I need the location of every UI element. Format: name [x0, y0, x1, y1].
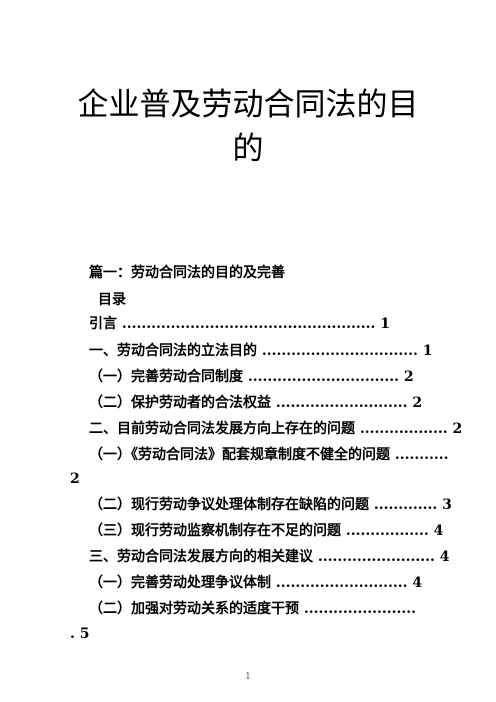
toc-entry-page-number: 2: [70, 471, 80, 487]
toc-heading: 目录: [98, 292, 126, 308]
toc-entry: （二）现行劳动争议处理体制存在缺陷的问题 ............. 3: [89, 497, 452, 513]
document-title-line-2: 的: [232, 131, 264, 167]
toc-entry: 二、目前劳动合同法发展方向上存在的问题 .................. 2: [89, 421, 463, 437]
toc-entry: 引言 .....................................…: [89, 316, 390, 332]
toc-entry: （二）保护劳动者的合法权益 ..........................…: [89, 395, 423, 411]
document-title-line-1: 企业普及劳动合同法的目: [77, 87, 419, 123]
toc-entry: （三）现行劳动监察机制存在不足的问题 ................. 4: [89, 523, 444, 539]
toc-entry-page-number: . 5: [70, 626, 90, 642]
toc-entry: （二）加强对劳动关系的适度干预 .......................: [89, 601, 416, 617]
toc-entry: （一）完善劳动合同制度 ............................…: [89, 369, 414, 385]
toc-entry: 一、劳动合同法的立法目的 ...........................…: [89, 343, 433, 359]
toc-entry: 三、劳动合同法发展方向的相关建议 .......................…: [89, 549, 450, 565]
toc-entry: （一）《劳动合同法》配套规章制度不健全的问题 ...........: [89, 447, 449, 463]
toc-entry: （一）完善劳动处理争议体制 ..........................…: [89, 575, 423, 591]
page-number: 1: [245, 672, 251, 682]
section-heading: 篇一：劳动合同法的目的及完善: [89, 265, 285, 281]
